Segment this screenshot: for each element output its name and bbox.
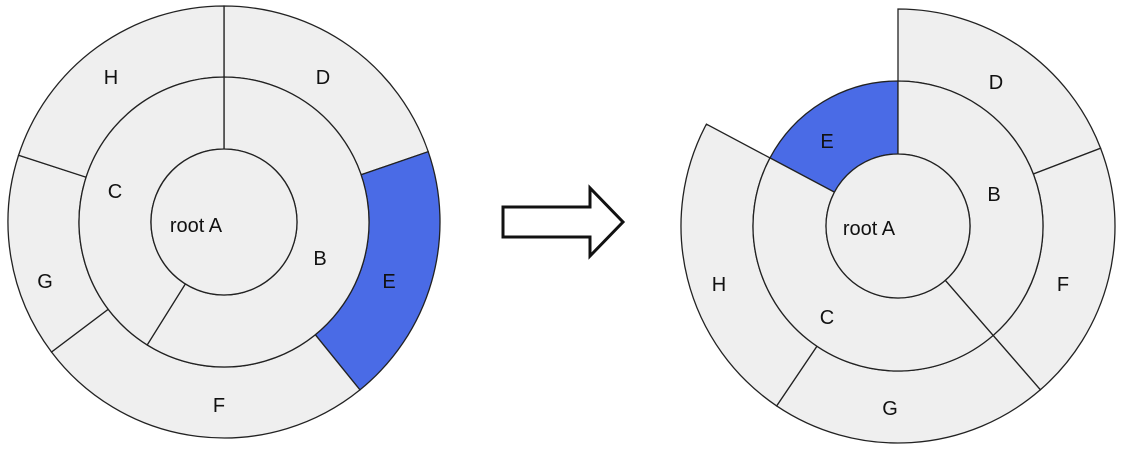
label-e-after: E xyxy=(820,131,833,153)
label-f-after: F xyxy=(1057,274,1069,296)
label-h-after: H xyxy=(712,274,726,296)
label-h-before: H xyxy=(104,67,118,89)
label-c-before: C xyxy=(108,181,122,203)
label-f-before: F xyxy=(213,395,225,417)
root-circle-before xyxy=(150,148,298,296)
root-label-after: root A xyxy=(843,218,896,240)
label-c-after: C xyxy=(820,307,834,329)
label-d-before: D xyxy=(316,67,330,89)
label-b-before: B xyxy=(313,248,326,270)
label-g-before: G xyxy=(37,271,53,293)
label-b-after: B xyxy=(987,184,1000,206)
label-d-after: D xyxy=(989,72,1003,94)
root-circle-after xyxy=(825,153,971,299)
label-g-after: G xyxy=(882,398,898,420)
outline-right-arrow-icon xyxy=(501,184,626,260)
root-label-before: root A xyxy=(170,215,223,237)
label-e-before: E xyxy=(382,271,395,293)
